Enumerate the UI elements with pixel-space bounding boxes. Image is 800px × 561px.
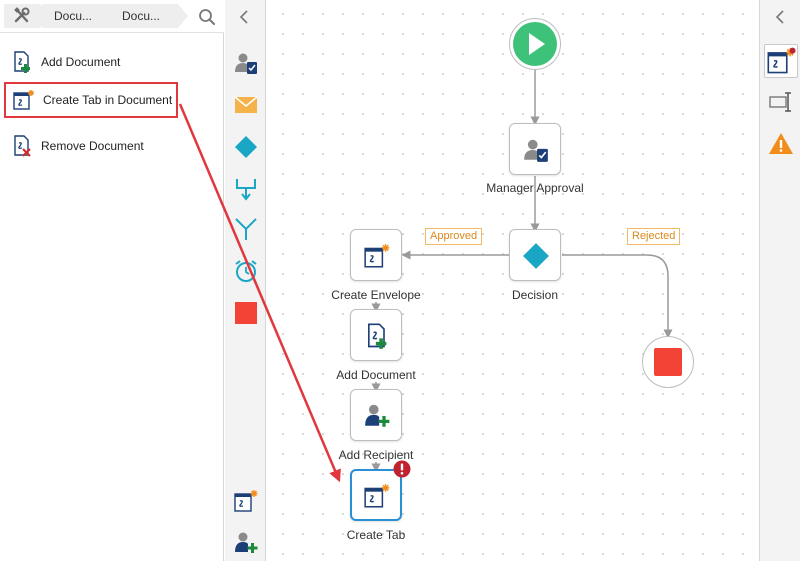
text-field-icon [769,92,791,112]
play-icon [513,22,557,66]
edge-label-approved: Approved [425,228,483,245]
tool-palette [225,0,266,561]
add-recipient-tool[interactable] [233,530,259,556]
edge-decision-to-stop [562,254,673,339]
warnings-button[interactable] [767,130,795,158]
activity-add-document-label: Add Document [41,55,121,69]
split-tool-icon [235,218,257,240]
decision-tool[interactable] [233,134,259,160]
node-manager-approval[interactable] [509,123,561,175]
search-icon [199,9,215,25]
collapse-left-button[interactable] [236,8,254,26]
approval-tool[interactable] [233,50,259,76]
create-tab-icon [13,90,34,110]
remove-document-icon [14,135,31,157]
activity-add-document[interactable]: Add Document [4,44,178,80]
add-document-icon [14,51,30,73]
activity-remove-document[interactable]: Remove Document [4,128,178,164]
stop-node[interactable] [642,336,694,388]
create-tab-icon [364,484,390,508]
node-decision[interactable] [509,229,561,281]
breadcrumb-item-2-label: Docu... [122,9,161,23]
activity-create-tab-label: Create Tab in Document [43,93,173,107]
node-add-document-label: Add Document [336,368,416,382]
timer-tool[interactable] [233,258,259,284]
collapse-right-button[interactable] [772,8,790,26]
approval-tool-icon [235,53,257,74]
create-envelope-tool-icon [234,490,258,512]
stop-icon [654,348,682,376]
create-tab-properties-icon [767,47,796,74]
workflow-canvas[interactable]: Manager Approval Decision Approved Rejec… [267,0,758,561]
activity-panel: Docu... Docu... Add Document Cre [0,0,224,561]
add-recipient-tool-icon [235,532,258,553]
breadcrumb-tools[interactable] [4,4,52,28]
breadcrumb-item-1-label: Docu... [54,9,93,23]
activity-create-tab-in-document[interactable]: Create Tab in Document [4,82,178,118]
add-recipient-icon [365,404,390,427]
split-tool[interactable] [233,216,259,242]
tools-icon [14,7,30,23]
merge-tool-icon [236,179,256,201]
chevron-left-icon [775,10,784,24]
stop-tool[interactable] [233,300,259,326]
timer-tool-icon [235,260,257,282]
node-add-recipient-label: Add Recipient [338,448,414,462]
node-manager-approval-label: Manager Approval [486,181,584,195]
chevron-left-icon [239,10,248,24]
start-node[interactable] [509,18,561,70]
decision-tool-icon [235,136,257,158]
node-decision-label: Decision [511,288,559,302]
add-document-icon [368,323,387,349]
node-create-tab[interactable] [350,469,402,521]
error-badge-icon[interactable] [393,460,411,478]
node-create-tab-label: Create Tab [346,528,406,542]
node-add-recipient[interactable] [350,389,402,441]
create-envelope-icon [364,244,390,268]
variables-button[interactable] [767,88,795,116]
breadcrumb: Docu... Docu... [0,0,224,33]
properties-panel [759,0,800,561]
breadcrumb-item-2[interactable]: Docu... [108,4,190,28]
node-create-envelope[interactable] [350,229,402,281]
create-envelope-tool[interactable] [233,488,259,514]
warning-icon [769,133,793,154]
decision-icon [523,243,549,269]
search-button[interactable] [196,6,218,28]
edge-label-rejected: Rejected [627,228,681,245]
approval-icon [524,139,548,162]
activity-properties-button[interactable] [764,44,798,78]
stop-tool-icon [235,302,257,324]
email-tool-icon [234,96,258,113]
email-tool[interactable] [233,92,259,118]
node-create-envelope-label: Create Envelope [331,288,421,302]
breadcrumb-item-1[interactable]: Docu... [42,4,122,28]
node-add-document[interactable] [350,309,402,361]
workflow-connectors [371,70,673,473]
merge-tool[interactable] [233,176,259,202]
activity-remove-document-label: Remove Document [41,139,144,153]
